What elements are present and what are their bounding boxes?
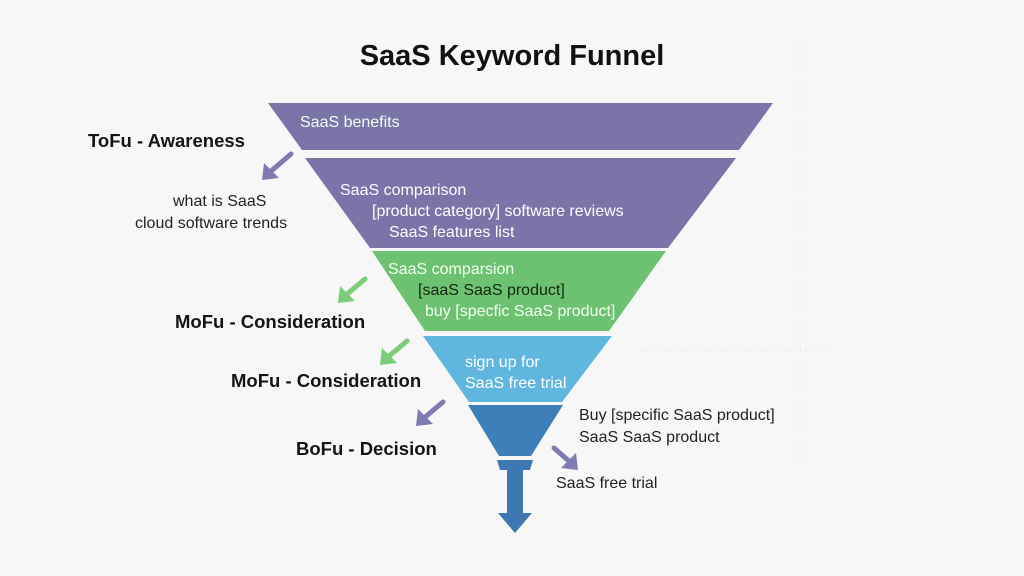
segment-line: SaaS comparsion	[388, 261, 515, 278]
stage-label-mofu: MoFu - Consideration	[175, 311, 366, 332]
free-trial-keyword: SaaS free trial	[556, 475, 658, 492]
segment-line: sign up for	[465, 354, 540, 371]
awareness-keywords: what is SaaS cloud software trends	[135, 191, 287, 235]
stage-label-bofu: BoFu - Decision	[296, 438, 437, 459]
arrow-mofu-2-icon	[380, 338, 410, 365]
segment-line: SaaS benefits	[300, 114, 400, 131]
funnel-segment-mofu-research	[305, 158, 736, 248]
arrow-mofu-icon	[338, 276, 368, 303]
funnel-neck-arrow	[497, 460, 533, 533]
note-line: cloud software trends	[135, 215, 288, 232]
note-line: SaaS SaaS product	[579, 429, 720, 446]
segment-line: buy [specfic SaaS product]	[425, 303, 616, 320]
arrow-trial-icon	[551, 445, 578, 470]
segment-line: [product category] software reviews	[372, 203, 624, 220]
segment-line: SaaS comparison	[340, 182, 467, 199]
arrow-tofu-icon	[262, 151, 294, 180]
segment-text-signup: sign up for SaaS free trial	[465, 352, 566, 394]
funnel-segment-bofu	[468, 405, 563, 456]
stage-label-tofu: ToFu - Awareness	[88, 130, 245, 151]
segment-line: SaaS features list	[389, 224, 515, 241]
funnel-segment-mofu-comparison	[372, 251, 666, 331]
segment-line: SaaS free trial	[465, 375, 567, 392]
arrow-bofu-icon	[416, 399, 446, 426]
funnel-segment-tofu	[268, 103, 773, 150]
stage-label-mofu-2: MoFu - Consideration	[231, 370, 422, 391]
segment-text-benefits: SaaS benefits	[300, 112, 400, 133]
page-title: SaaS Keyword Funnel	[359, 40, 665, 72]
note-line: what is SaaS	[173, 193, 267, 210]
note-line: Buy [specific SaaS product]	[579, 407, 775, 424]
decision-keywords: Buy [specific SaaS product] SaaS SaaS pr…	[579, 405, 775, 449]
funnel-segment-signup	[423, 336, 612, 402]
segment-text-research: SaaS comparison [product category] softw…	[340, 180, 624, 243]
segment-text-comparison: SaaS comparsion [saaS SaaS product] buy …	[388, 259, 615, 322]
segment-line: [saaS SaaS product]	[418, 282, 565, 299]
